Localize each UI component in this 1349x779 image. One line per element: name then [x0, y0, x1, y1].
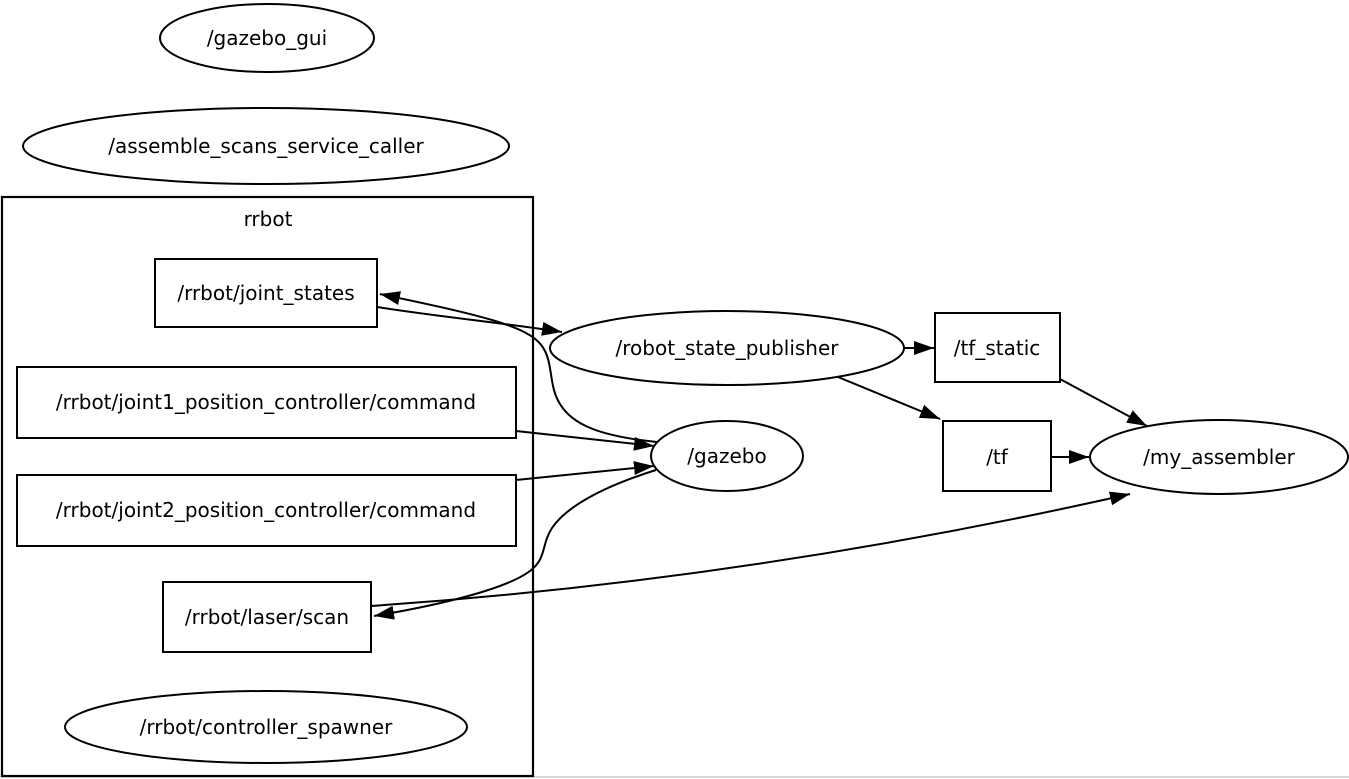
- topic-tf[interactable]: [942, 420, 1052, 492]
- edge-laser-scan-to-my-assembler: [370, 491, 1131, 607]
- edge-robot-state-publisher-to-tf: [837, 376, 941, 420]
- node-gazebo-gui[interactable]: [159, 3, 375, 73]
- label-gazebo-gui: /gazebo_gui: [207, 26, 327, 50]
- topic-rrbot-laser-scan[interactable]: [162, 581, 372, 653]
- topic-rrbot-joint1-position-controller-command[interactable]: [16, 366, 517, 439]
- edge-gazebo-to-joint-states: [379, 291, 658, 443]
- node-my-assembler[interactable]: [1089, 419, 1349, 495]
- label-gazebo: /gazebo: [687, 444, 766, 468]
- label-robot-state-publisher: /robot_state_publisher: [616, 336, 840, 360]
- edge-joint-states-to-robot-state-publisher: [376, 306, 563, 336]
- group-box-rrbot: [0, 195, 535, 778]
- topic-tf-static[interactable]: [934, 312, 1061, 383]
- group-label-rrbot: rrbot: [244, 207, 293, 231]
- edge-joint2-command-to-gazebo: [515, 461, 655, 481]
- node-assemble-scans-service-caller[interactable]: [22, 107, 510, 185]
- edge-joint1-command-to-gazebo: [515, 430, 655, 451]
- label-my-assembler: /my_assembler: [1143, 445, 1295, 469]
- label-rrbot-joint2-position-controller-command: /rrbot/joint2_position_controller/comman…: [56, 498, 476, 522]
- label-rrbot-joint1-position-controller-command: /rrbot/joint1_position_controller/comman…: [56, 390, 476, 414]
- label-tf: /tf: [986, 445, 1009, 469]
- edge-tf-static-to-my-assembler: [1059, 378, 1148, 427]
- node-gazebo[interactable]: [650, 420, 804, 492]
- topic-rrbot-joint2-position-controller-command[interactable]: [16, 474, 517, 547]
- node-rrbot-controller-spawner[interactable]: [64, 690, 468, 764]
- label-rrbot-joint-states: /rrbot/joint_states: [177, 281, 354, 305]
- topic-rrbot-joint-states[interactable]: [154, 258, 378, 328]
- label-tf-static: /tf_static: [954, 336, 1041, 360]
- label-assemble-scans-service-caller: /assemble_scans_service_caller: [108, 134, 424, 158]
- label-rrbot-controller-spawner: /rrbot/controller_spawner: [140, 715, 393, 739]
- label-rrbot-laser-scan: /rrbot/laser/scan: [185, 605, 349, 629]
